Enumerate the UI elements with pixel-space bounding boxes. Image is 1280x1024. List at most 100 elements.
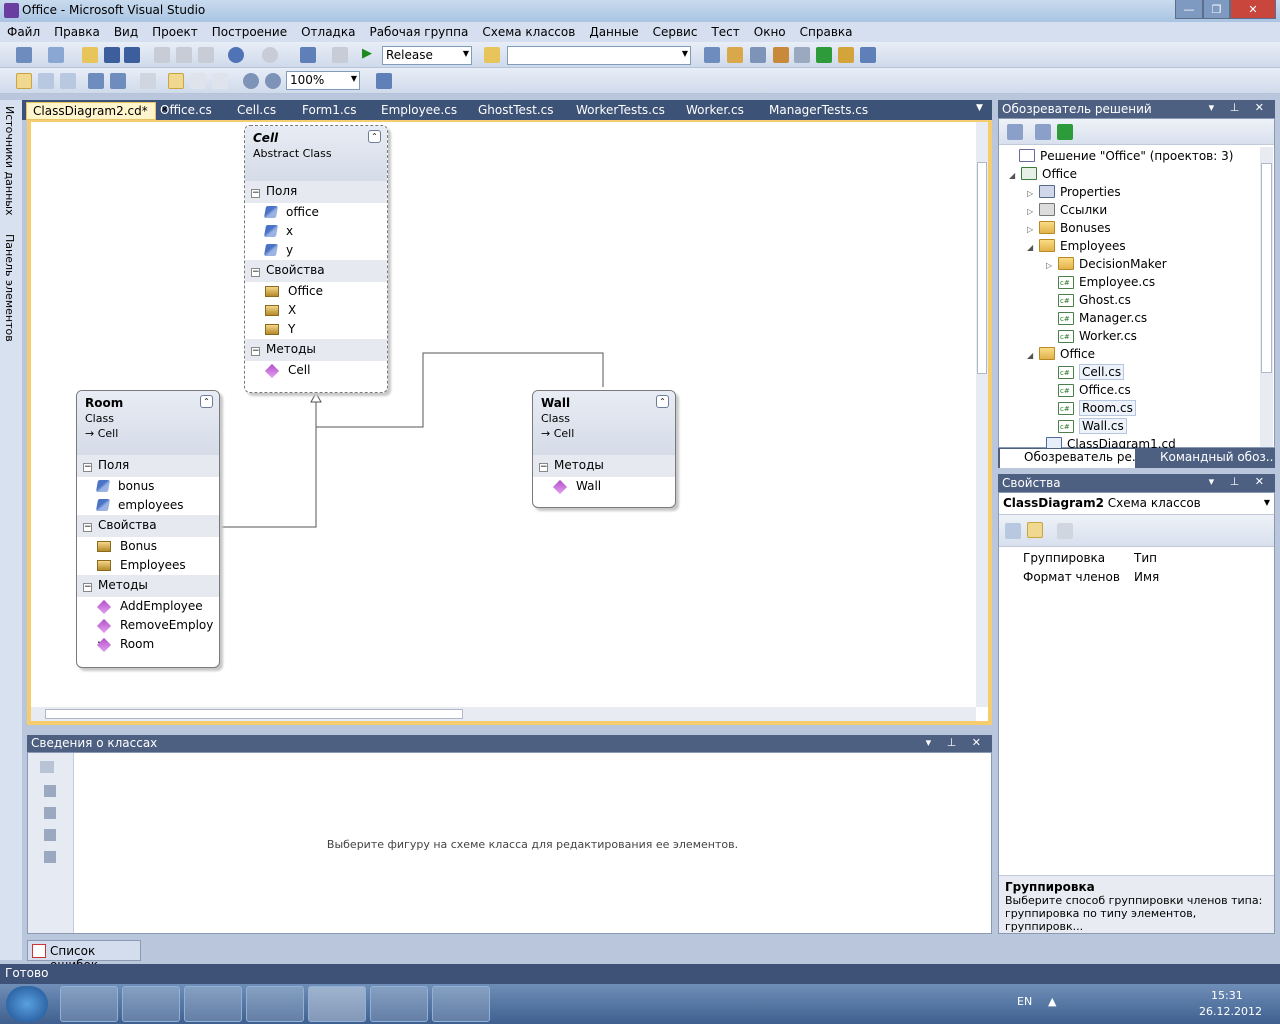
minus-icon[interactable]: − <box>83 522 92 532</box>
navigate-forward-icon[interactable] <box>332 47 348 63</box>
start-debug-icon[interactable]: ▶ <box>362 46 372 61</box>
tab-cell-cs[interactable]: Cell.cs <box>237 103 277 117</box>
tools-icon[interactable] <box>794 47 810 63</box>
menu-view[interactable]: Вид <box>113 25 139 39</box>
room-fields-section[interactable]: −Поля <box>77 455 219 477</box>
tree-node-room-cs[interactable]: Room.cs <box>1058 400 1136 419</box>
find-combo[interactable]: ▼ <box>507 46 691 65</box>
tree-node-wall-cs[interactable]: Wall.cs <box>1058 418 1127 437</box>
tab-office-cs[interactable]: Office.cs <box>160 103 212 117</box>
room-methods-section[interactable]: −Методы <box>77 575 219 597</box>
properties-icon[interactable] <box>727 47 743 63</box>
menu-file[interactable]: Файл <box>7 25 41 39</box>
tree-node-office-cs[interactable]: Office.cs <box>1058 383 1131 401</box>
tree-node-ghost-cs[interactable]: Ghost.cs <box>1058 293 1131 311</box>
tree-node-worker-cs[interactable]: Worker.cs <box>1058 329 1137 347</box>
tree-node-references[interactable]: ▷Ссылки <box>1027 203 1107 221</box>
panel-controls[interactable]: ▾ ⊥ ✕ <box>1208 475 1270 488</box>
room-method-addemployee[interactable]: AddEmployee <box>77 597 219 616</box>
tab-list-chevron-icon[interactable]: ▼ <box>976 103 983 113</box>
expander-icon[interactable]: ▷ <box>1027 225 1034 234</box>
display-name-type-icon[interactable] <box>190 73 206 89</box>
expander-icon[interactable]: ▷ <box>1046 261 1053 270</box>
menu-test[interactable]: Тест <box>711 25 740 39</box>
solution-scroll-thumb[interactable] <box>1261 163 1272 373</box>
canvas-horizontal-scrollbar[interactable] <box>31 707 976 721</box>
command-window-icon[interactable] <box>860 47 876 63</box>
new-member-icon[interactable] <box>40 761 54 773</box>
menu-project[interactable]: Проект <box>152 25 198 39</box>
wall-inherits-line[interactable] <box>316 352 604 428</box>
expander-icon[interactable]: ◢ <box>1027 351 1034 360</box>
tab-worker-cs[interactable]: Worker.cs <box>686 103 744 117</box>
tree-node-decisionmaker[interactable]: ▷DecisionMaker <box>1046 257 1167 275</box>
collapse-icon[interactable]: ⌃ <box>656 395 669 408</box>
toolbox-icon[interactable] <box>773 47 789 63</box>
menu-class-diagram[interactable]: Схема классов <box>482 25 576 39</box>
menu-edit[interactable]: Правка <box>54 25 100 39</box>
room-prop-employees[interactable]: Employees <box>77 556 219 575</box>
minus-icon[interactable]: − <box>251 267 260 277</box>
zoom-out-icon[interactable] <box>265 73 281 89</box>
minus-icon[interactable]: − <box>251 188 260 198</box>
cell-properties-section[interactable]: −Свойства <box>245 260 387 282</box>
class-diagram-canvas[interactable]: Cell Abstract Class ⌃ −Поля office x y −… <box>27 120 992 725</box>
adjust-shapes-icon[interactable] <box>110 73 126 89</box>
tree-node-properties[interactable]: ▷Properties <box>1027 185 1121 203</box>
tab-team-explorer[interactable]: Командный обоз... <box>1136 449 1273 468</box>
cell-field-y[interactable]: y <box>245 241 387 260</box>
new-project-icon[interactable] <box>16 47 32 63</box>
data-sources-tab[interactable]: Источники данных <box>3 106 16 216</box>
configuration-select[interactable]: Release▼ <box>382 46 472 65</box>
redo-icon[interactable] <box>262 47 278 63</box>
expander-icon[interactable]: ▷ <box>1027 189 1034 198</box>
error-list-tab[interactable]: Список ошибок <box>27 940 141 972</box>
cell-prop-x[interactable]: X <box>245 301 387 320</box>
panel-controls[interactable]: ▾ ⊥ ✕ <box>1208 101 1270 114</box>
class-details-icon[interactable] <box>376 73 392 89</box>
new-field-icon[interactable] <box>44 829 56 841</box>
cell-prop-y[interactable]: Y <box>245 320 387 339</box>
maximize-button[interactable]: ❐ <box>1203 0 1230 19</box>
minus-icon[interactable]: − <box>83 462 92 472</box>
show-hidden-icons-icon[interactable]: ▲ <box>1048 995 1057 1008</box>
minus-icon[interactable]: − <box>251 346 260 356</box>
tree-node-office-folder[interactable]: ◢Office <box>1027 347 1095 365</box>
taskbar-word-icon[interactable] <box>432 986 490 1022</box>
room-class-shape[interactable]: Room Class → Cell ⌃ −Поля bonus employee… <box>76 390 220 668</box>
open-folder-icon[interactable] <box>82 47 98 63</box>
wall-methods-section[interactable]: −Методы <box>533 455 675 477</box>
cell-fields-section[interactable]: −Поля <box>245 181 387 203</box>
properties-object-select[interactable]: ClassDiagram2 Схема классов ▼ <box>999 493 1274 515</box>
new-event-icon[interactable] <box>44 851 56 863</box>
close-tab-icon[interactable]: ✕ <box>160 103 170 116</box>
taskbar-media-icon[interactable] <box>246 986 304 1022</box>
property-pages-icon[interactable] <box>1057 523 1073 539</box>
cell-method-cell[interactable]: Cell <box>245 361 387 380</box>
save-all-icon[interactable] <box>124 47 140 63</box>
find-in-files-icon[interactable] <box>484 47 500 63</box>
taskbar-acrobat-icon[interactable] <box>370 986 428 1022</box>
room-method-removeemployee[interactable]: RemoveEmploy ... <box>77 616 219 646</box>
tab-workertests-cs[interactable]: WorkerTests.cs <box>576 103 665 117</box>
tree-node-manager-cs[interactable]: Manager.cs <box>1058 311 1147 329</box>
cell-methods-section[interactable]: −Методы <box>245 339 387 361</box>
tree-node-office-project[interactable]: ◢Office <box>1009 167 1077 185</box>
menu-team[interactable]: Рабочая группа <box>369 25 469 39</box>
wall-method-wall[interactable]: Wall <box>533 477 675 496</box>
minus-icon[interactable]: − <box>539 462 548 472</box>
language-indicator[interactable]: EN <box>1017 995 1033 1008</box>
minus-icon[interactable]: − <box>83 582 92 592</box>
collapse-icon[interactable]: ⌃ <box>368 130 381 143</box>
tree-node-employees[interactable]: ◢Employees <box>1027 239 1126 257</box>
property-value[interactable]: Тип <box>1134 551 1157 565</box>
tab-classdiagram2[interactable]: ClassDiagram2.cd* <box>26 102 156 120</box>
export-diagram-icon[interactable] <box>140 73 156 89</box>
display-name-icon[interactable] <box>168 73 184 89</box>
undo-icon[interactable] <box>228 47 244 63</box>
group-by-kind-icon[interactable] <box>16 73 32 89</box>
categorized-icon[interactable] <box>1005 523 1021 539</box>
solution-vertical-scrollbar[interactable] <box>1260 147 1273 447</box>
